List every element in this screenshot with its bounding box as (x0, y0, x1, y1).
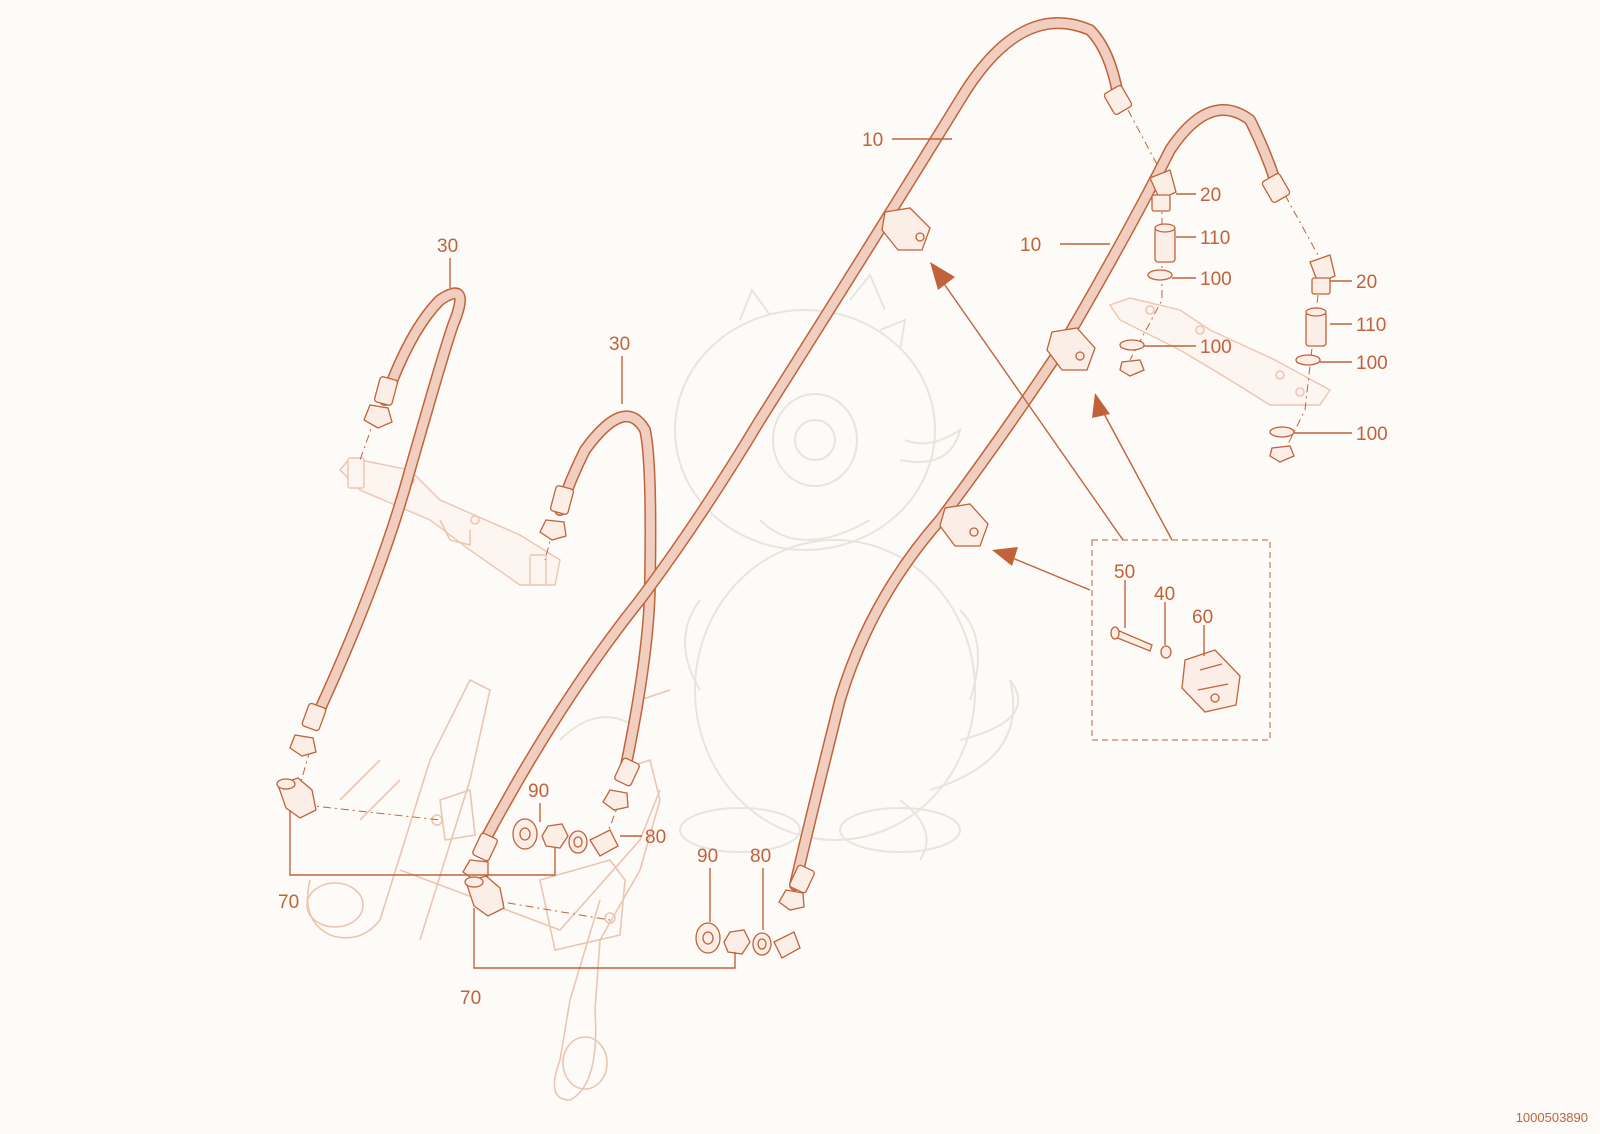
callout-100: 100 (1356, 424, 1388, 445)
document-number: 1000503890 (1516, 1110, 1588, 1125)
callout-90: 90 (528, 781, 549, 802)
washers-nuts-100 (1119, 269, 1321, 463)
callout-70: 70 (278, 892, 299, 913)
callout-100: 100 (1356, 353, 1388, 374)
fittings-20-110 (1149, 169, 1336, 347)
callout-100: 100 (1200, 337, 1232, 358)
bracket-plate-left (339, 457, 561, 586)
clamp-detail-box (1091, 539, 1271, 741)
hose-30-left (309, 287, 466, 726)
leader-lines (289, 138, 1352, 969)
reference-arrows (930, 262, 1173, 591)
callout-110: 110 (1356, 315, 1386, 336)
callout-labels: 10 10 20 20 110 110 100 100 100 100 30 3… (278, 130, 1388, 1009)
callout-30: 30 (437, 236, 458, 257)
hose-clamps (881, 207, 1096, 547)
callout-10: 10 (1020, 235, 1041, 256)
callout-90: 90 (697, 846, 718, 867)
callout-110: 110 (1200, 228, 1230, 249)
callout-20: 20 (1356, 272, 1377, 293)
washers-90-nuts-80 (512, 818, 801, 959)
callout-80: 80 (750, 846, 771, 867)
ghost-loader-frame (306, 678, 671, 1101)
hose-end-fittings (289, 85, 1291, 911)
callout-50: 50 (1114, 562, 1135, 583)
hose-10-front (479, 17, 1124, 846)
hose-30-right (554, 410, 657, 776)
callout-80: 80 (645, 827, 666, 848)
dragon-watermark (559, 273, 1020, 861)
callout-60: 60 (1192, 607, 1213, 628)
callout-100: 100 (1200, 269, 1232, 290)
callout-30: 30 (609, 334, 630, 355)
callout-40: 40 (1154, 584, 1175, 605)
bracket-plate-right (1108, 297, 1332, 406)
callout-20: 20 (1200, 185, 1221, 206)
callout-10: 10 (862, 130, 883, 151)
hose-10-rear (789, 104, 1281, 891)
elbow-fittings-70 (276, 777, 505, 917)
callout-70: 70 (460, 988, 481, 1009)
